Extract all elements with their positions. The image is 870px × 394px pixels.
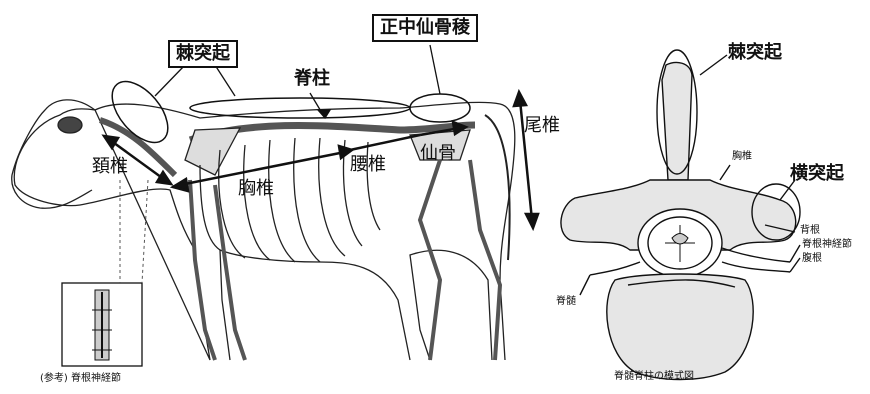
spine-label: 脊柱 (294, 70, 330, 88)
spinal-cord-label: 脊髄 (556, 297, 576, 307)
caudal-label: 尾椎 (524, 117, 560, 135)
dorsal-root-ganglion-label: 脊根神経節 (802, 240, 852, 250)
lumbar-label: 腰椎 (350, 156, 386, 174)
median-sacral-crest-box-label: 正中仙骨稜 (372, 14, 478, 42)
reference-caption: (参考) 脊根神経節 (40, 374, 121, 384)
vertebral-arch-label: 胸椎 (732, 152, 752, 162)
vertebra-spinous-process-label: 棘突起 (728, 44, 782, 62)
thoracic-label: 胸椎 (238, 180, 274, 198)
spinous-process-box-label: 棘突起 (168, 40, 238, 68)
median-sacral-highlight (410, 94, 470, 122)
vertebra-transverse-process-label: 横突起 (790, 165, 844, 183)
dorsal-root-label: 背根 (800, 226, 820, 236)
ventral-root-label: 腹根 (802, 254, 822, 264)
vertebra-diagram-caption: 脊髄脊柱の模式図 (614, 372, 694, 382)
sacrum-label: 仙骨 (420, 145, 456, 163)
cervical-label: 頚椎 (92, 158, 128, 176)
